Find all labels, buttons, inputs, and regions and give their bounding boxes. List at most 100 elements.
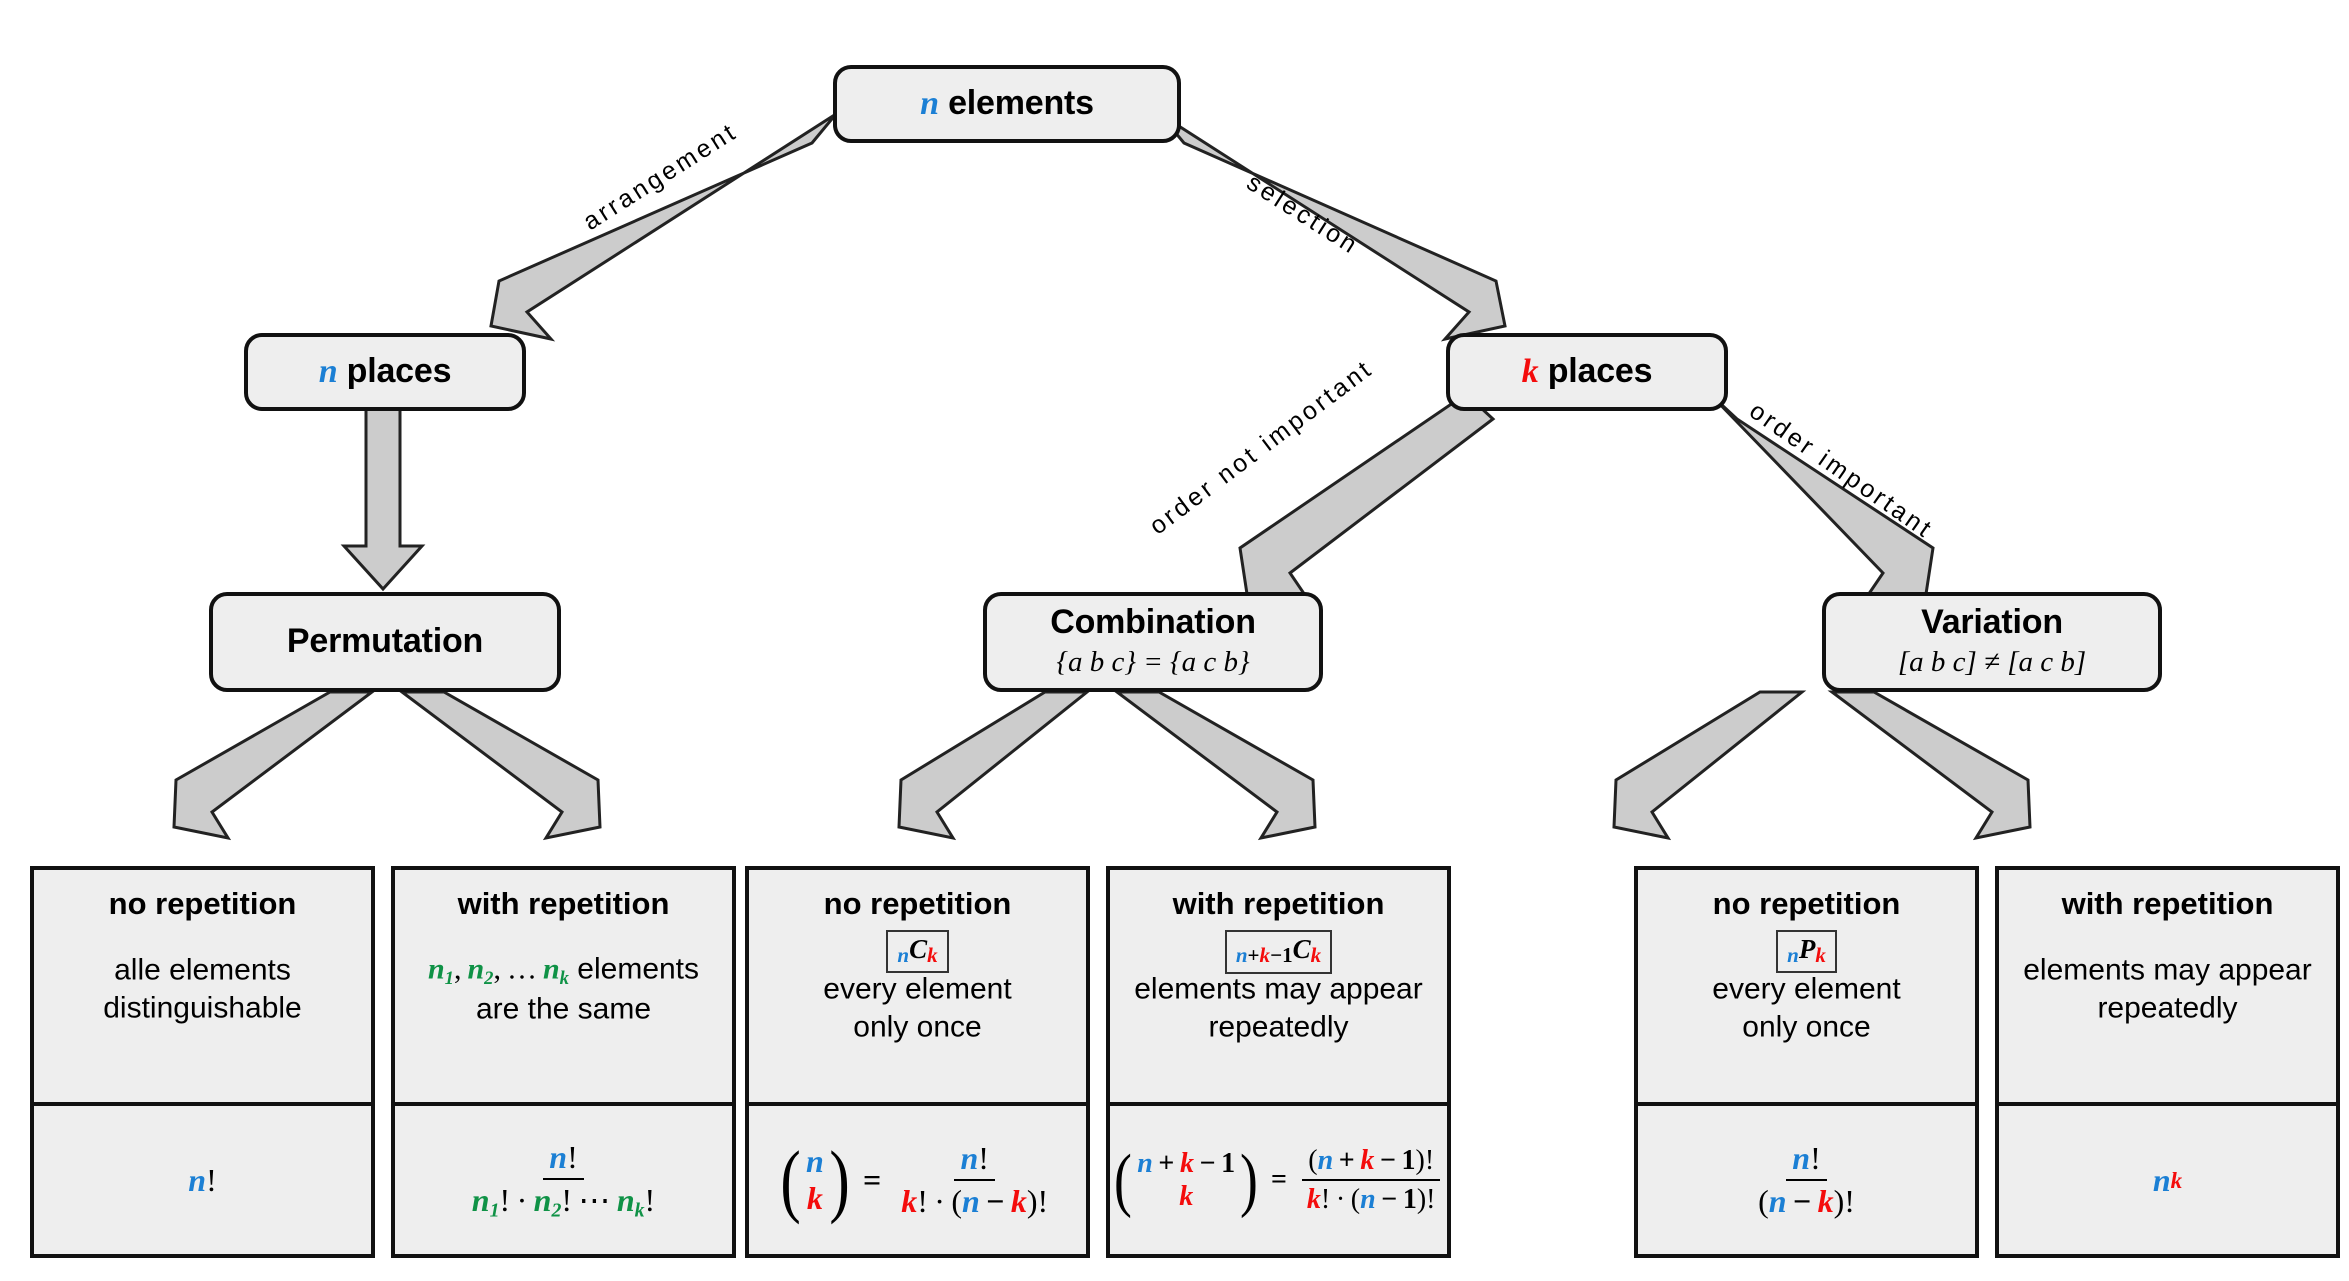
variable-n: n (2152, 1161, 2171, 1198)
edge-label-order-not-important: order not important (1144, 354, 1379, 541)
card-formula: n! (n − k)! (1638, 1102, 1975, 1254)
variable-n: n (318, 353, 338, 391)
variable-n: n (1787, 942, 1799, 967)
fraction: n! n1! · n2! ⋯ nk! (466, 1137, 661, 1224)
binomial-coefficient: ( n + k − 1 k ) (1114, 1140, 1258, 1220)
arrow-permutation-left (172, 690, 377, 841)
variable-n: n (897, 942, 910, 967)
card-description: n1, n2, … nk elements are the same (395, 951, 732, 1029)
card-heading: with repetition (1172, 886, 1385, 921)
node-n-elements[interactable]: n elements (833, 65, 1181, 143)
arrow-variation-left (1612, 690, 1807, 841)
node-permutation[interactable]: Permutation (209, 592, 561, 692)
variable-n: n (920, 85, 939, 123)
node-variation-title: Variation (1921, 603, 2063, 642)
card-combination-with-repetition[interactable]: with repetition n+k−1Ck elements may app… (1106, 866, 1451, 1258)
card-description-line: only once (1742, 1010, 1871, 1044)
arrow-n-places-to-permutation (340, 383, 426, 592)
combination-C: C (909, 933, 928, 964)
permutation-P: P (1798, 933, 1816, 964)
node-combination-subtitle: {a b c} = {a c b} (1056, 645, 1250, 678)
fraction-numerator: n! (954, 1138, 995, 1181)
card-description-line: alle elements (114, 953, 291, 987)
node-n-elements-title: n elements (920, 85, 1094, 123)
fraction-numerator: n! (1786, 1138, 1827, 1181)
factorial-symbol: ! (206, 1161, 217, 1198)
arrow-permutation-right (397, 690, 602, 841)
node-k-places[interactable]: k places (1446, 333, 1728, 411)
variable-n-sub-1: n1 (427, 952, 454, 989)
binomial-coefficient: ( n k ) (780, 1134, 850, 1226)
edge-label-order-important: order important (1744, 396, 1939, 545)
node-n-places[interactable]: n places (244, 333, 526, 411)
card-description-line: elements may appear (2023, 953, 2312, 987)
card-description: elements may appear repeatedly (1999, 951, 2336, 1028)
card-heading: no repetition (823, 886, 1012, 921)
fraction: (n + k − 1)! k! · (n − 1)! (1301, 1142, 1442, 1218)
variable-k: k (1310, 942, 1322, 967)
arrow-combination-right (1112, 690, 1317, 841)
variable-n-sub-k: nk (542, 952, 569, 989)
card-description: alle elements distinguishable (34, 951, 371, 1028)
card-body: with repetition n+k−1Ck elements may app… (1110, 870, 1447, 1102)
node-k-places-label: places (1547, 352, 1653, 391)
card-description-line: every element (1712, 971, 1901, 1005)
node-variation-subtitle: [a b c] ≠ [a c b] (1897, 645, 2087, 678)
edge-label-selection: selection (1241, 168, 1365, 261)
card-description-line: repeatedly (1208, 1010, 1349, 1044)
card-heading: no repetition (108, 886, 297, 921)
card-description-line: repeatedly (2097, 991, 2238, 1025)
fraction-denominator: (n − k)! (1758, 1183, 1855, 1219)
symbol-nPk: nPk (1776, 929, 1837, 974)
card-description-line: n1, n2, … nk elements (427, 952, 700, 989)
card-heading: with repetition (2061, 886, 2274, 921)
card-body: no repetition alle elements distinguisha… (34, 870, 371, 1102)
card-body: with repetition elements may appear repe… (1999, 870, 2336, 1102)
edge-label-arrangement: arrangement (578, 117, 743, 236)
fraction-denominator: n1! · n2! ⋯ nk! (471, 1181, 656, 1222)
node-permutation-title: Permutation (286, 622, 484, 661)
card-combination-no-repetition[interactable]: no repetition nCk every element only onc… (745, 866, 1090, 1258)
arrow-variation-right (1827, 690, 2032, 841)
ellipsis: , … (493, 952, 543, 986)
fraction: n! k! · (n − k)! (895, 1138, 1054, 1222)
variable-k: k (927, 942, 938, 967)
fraction-denominator: k! · (n − 1)! (1306, 1184, 1436, 1215)
card-description-line: distinguishable (103, 991, 302, 1025)
combination-C: C (1292, 933, 1311, 964)
arrow-combination-left (897, 690, 1092, 841)
card-description: elements may appear repeatedly (1110, 970, 1447, 1047)
card-description-line: every element (823, 971, 1012, 1005)
card-formula: ( n + k − 1 k ) = (n + k − 1)! k! · (n −… (1110, 1102, 1447, 1254)
exponent-k: k (2170, 1166, 2183, 1193)
card-formula: ( n k ) = n! k! · (n − k)! (749, 1102, 1086, 1254)
card-body: no repetition nCk every element only onc… (749, 870, 1086, 1102)
node-variation[interactable]: Variation [a b c] ≠ [a c b] (1822, 592, 2162, 692)
arrow-arrangement (489, 112, 838, 342)
variable-k: k (1815, 942, 1826, 967)
comma: , (453, 952, 468, 986)
fraction-denominator: k! · (n − k)! (901, 1183, 1049, 1219)
card-heading: no repetition (1712, 886, 1901, 921)
card-formula: n! n1! · n2! ⋯ nk! (395, 1102, 732, 1254)
fraction-numerator: (n + k − 1)! (1302, 1142, 1441, 1181)
subscript-n-plus-k-minus-1: n+k−1 (1235, 942, 1293, 967)
card-body: no repetition nPk every element only onc… (1638, 870, 1975, 1102)
card-heading: with repetition (457, 886, 670, 921)
fraction: n! (n − k)! (1752, 1138, 1861, 1222)
variable-n-sub-2: n2 (467, 952, 494, 989)
card-variation-with-repetition[interactable]: with repetition elements may appear repe… (1995, 866, 2340, 1258)
card-permutation-no-repetition[interactable]: no repetition alle elements distinguisha… (30, 866, 375, 1258)
card-description: every element only once (1638, 970, 1975, 1047)
card-permutation-with-repetition[interactable]: with repetition n1, n2, … nk elements ar… (391, 866, 736, 1258)
node-combination-title: Combination (1050, 603, 1256, 642)
symbol-n-plus-k-minus-1-C-k: n+k−1Ck (1224, 929, 1333, 975)
node-combination[interactable]: Combination {a b c} = {a c b} (983, 592, 1323, 692)
card-variation-no-repetition[interactable]: no repetition nPk every element only onc… (1634, 866, 1979, 1258)
node-n-places-label: places (346, 352, 452, 391)
variable-n: n (188, 1161, 207, 1198)
symbol-nCk: nCk (886, 929, 949, 974)
card-body: with repetition n1, n2, … nk elements ar… (395, 870, 732, 1102)
